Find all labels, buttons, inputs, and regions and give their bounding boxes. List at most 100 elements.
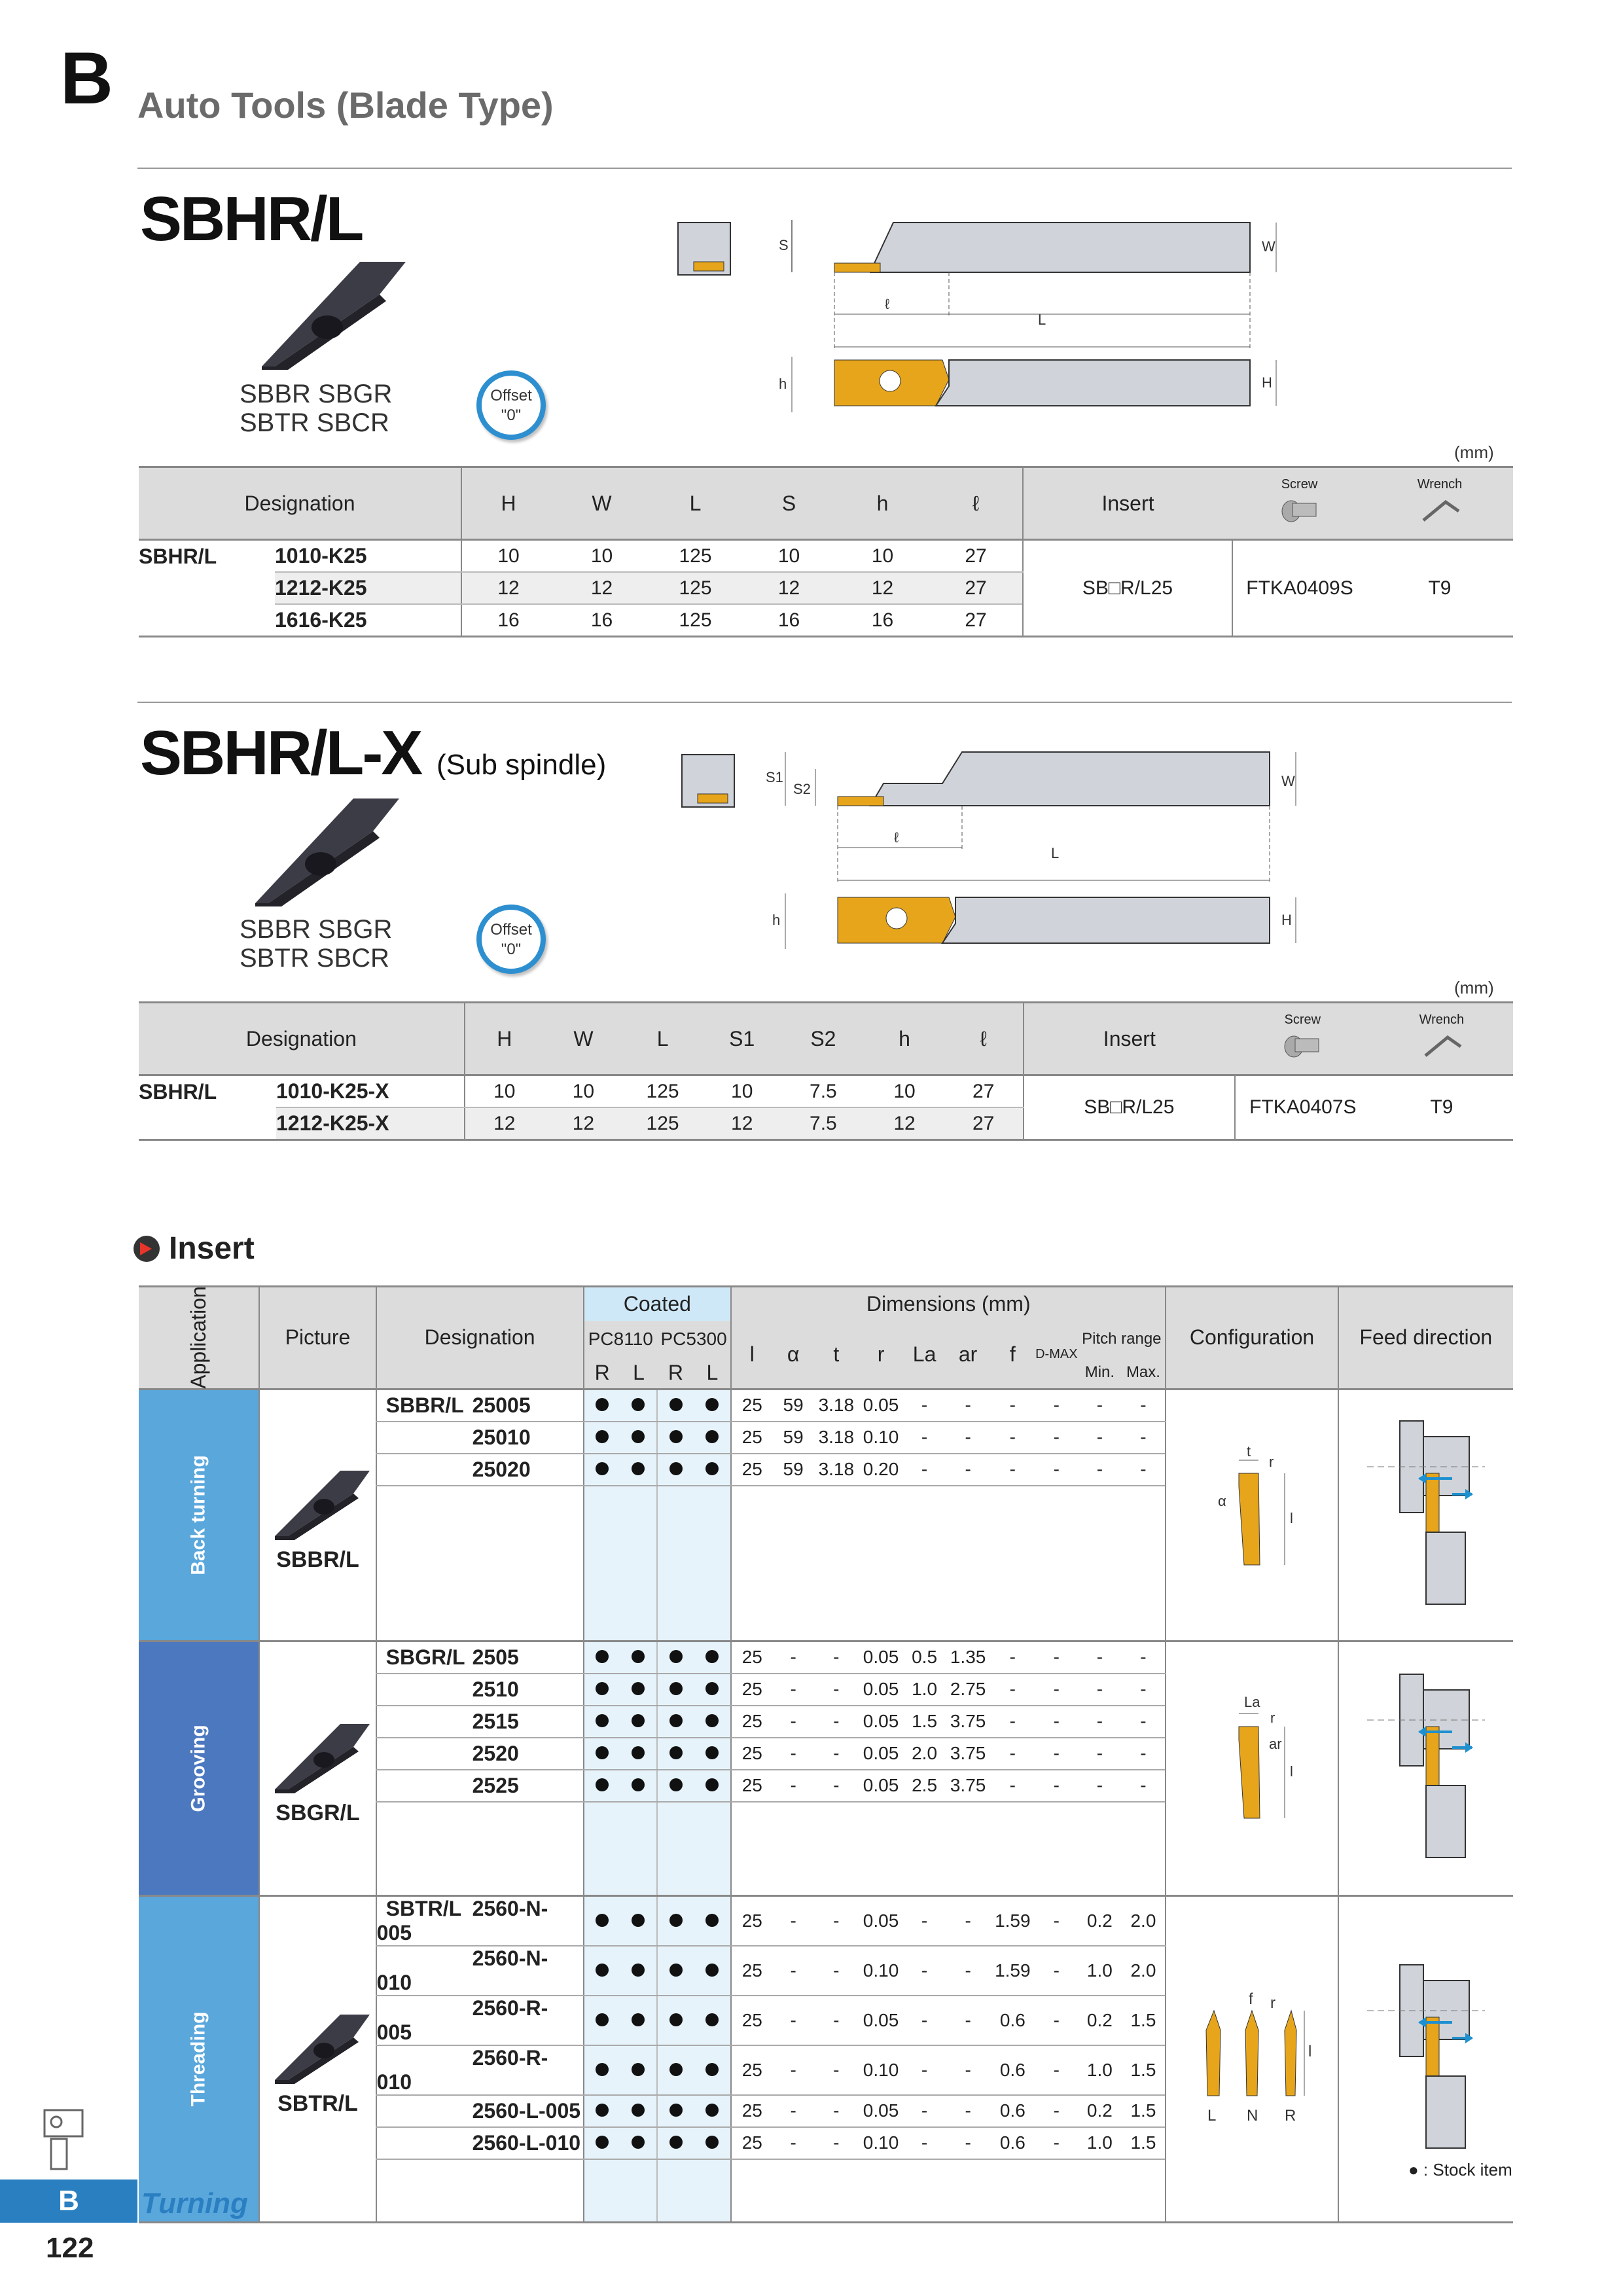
screw-cell: FTKA0409S [1232, 539, 1366, 637]
value-cell: 12 [836, 572, 929, 605]
designation-cell: 2510 [375, 1673, 584, 1706]
stock-dot-icon [596, 2104, 609, 2117]
feed-direction-cell [1337, 1389, 1513, 1642]
value-cell: - [1078, 1705, 1122, 1738]
value-cell [859, 1833, 903, 1864]
value-cell: - [903, 2045, 946, 2096]
stock-cell [582, 1389, 620, 1422]
value-cell [730, 2190, 773, 2223]
stock-cell [656, 1421, 694, 1454]
value-cell: 0.6 [990, 2094, 1035, 2128]
value-cell [1035, 1863, 1079, 1897]
value-cell [946, 1517, 990, 1548]
stock-cell [694, 1421, 732, 1454]
value-cell [903, 1548, 946, 1579]
stock-cell [620, 1833, 658, 1864]
stock-cell [582, 1421, 620, 1454]
value-cell [946, 1833, 990, 1864]
designation-cell [375, 1485, 584, 1517]
offset-label: Offset [490, 387, 532, 404]
value-cell [990, 2190, 1035, 2223]
designation-cell: 2525 [375, 1769, 584, 1803]
stock-cell [694, 1547, 732, 1579]
value-cell [859, 2159, 903, 2191]
stock-cell [694, 1641, 732, 1674]
stock-cell [694, 1453, 732, 1486]
holder-drawing: S1 S2 W ℓ L h H [681, 751, 1296, 949]
stock-cell [656, 1453, 694, 1486]
value-cell: - [1078, 1453, 1122, 1486]
table-row [139, 1833, 1513, 1864]
offset-value: "0" [501, 941, 522, 958]
stock-cell [620, 1945, 658, 1996]
value-cell: 0.5 [903, 1641, 946, 1674]
value-cell [903, 1517, 946, 1548]
value-cell: 1.59 [990, 1895, 1035, 1946]
header-col: S1 [702, 1001, 782, 1076]
value-cell [773, 1802, 814, 1833]
value-cell: 0.2 [1078, 1895, 1122, 1946]
stock-cell [694, 2159, 732, 2191]
value-cell: 0.10 [858, 2126, 904, 2160]
designation-cell [375, 2159, 584, 2191]
value-cell [773, 1517, 814, 1548]
stock-cell [582, 1945, 620, 1996]
header-l: L [694, 1357, 732, 1390]
stock-cell [582, 1485, 620, 1517]
value-cell: 125 [649, 572, 742, 605]
designation-cell: 2560-L-005 [375, 2094, 584, 2128]
product-title-text: SBHR/L-X [140, 718, 423, 788]
value-cell: 1.59 [990, 1945, 1035, 1996]
stock-dot-icon [632, 1963, 645, 1977]
config-label: l [1290, 1510, 1293, 1526]
value-cell: - [1078, 1737, 1122, 1770]
feed-direction-cell [1337, 1895, 1513, 2223]
stock-cell [620, 1737, 658, 1770]
section-letter: B [60, 37, 113, 119]
value-cell: - [813, 2126, 859, 2160]
value-cell: - [1035, 1421, 1079, 1454]
value-cell: 3.18 [813, 1421, 859, 1454]
divider [137, 702, 1512, 703]
header-r: R [582, 1357, 620, 1390]
header-wrench: Wrench [1366, 466, 1513, 541]
stock-dot-icon [669, 2062, 683, 2076]
designation-code: 1212-K25-X [276, 1107, 465, 1141]
designation-cell [375, 1833, 584, 1864]
dim-label-w: W [1262, 238, 1275, 255]
designation-code: 1010-K25 [275, 539, 461, 573]
value-cell: 1.35 [946, 1641, 991, 1674]
value-cell: - [946, 2045, 991, 2096]
stock-dot-icon [669, 1430, 683, 1443]
header-dim: D-MAX [1035, 1320, 1079, 1390]
value-cell [814, 1579, 859, 1609]
stock-cell [656, 1673, 694, 1706]
stock-legend: ● : Stock item [1408, 2160, 1512, 2179]
value-cell: 25 [730, 1641, 773, 1674]
designation-code: 25020 [472, 1457, 531, 1481]
designation-code: 2560-N-010 [376, 1946, 548, 1994]
value-cell [1122, 1802, 1166, 1833]
series-line: SBBR SBGR [240, 915, 393, 944]
dim-label-h: h [779, 376, 787, 392]
value-cell: 12 [555, 572, 649, 605]
series-list: SBBR SBGR SBTR SBCR [240, 380, 392, 437]
value-cell: 25 [730, 1945, 773, 1996]
value-cell [1078, 1548, 1121, 1579]
table-row [139, 1485, 1513, 1517]
stock-cell [582, 1641, 620, 1674]
value-cell: - [813, 1769, 859, 1803]
value-cell [1122, 1579, 1166, 1609]
insert-section-icon [134, 1236, 160, 1262]
value-cell: - [1121, 1737, 1166, 1770]
stock-cell [620, 2094, 658, 2128]
footer-category: Turning [141, 2187, 248, 2219]
value-cell [1078, 1802, 1121, 1833]
value-cell [1035, 1579, 1078, 1609]
